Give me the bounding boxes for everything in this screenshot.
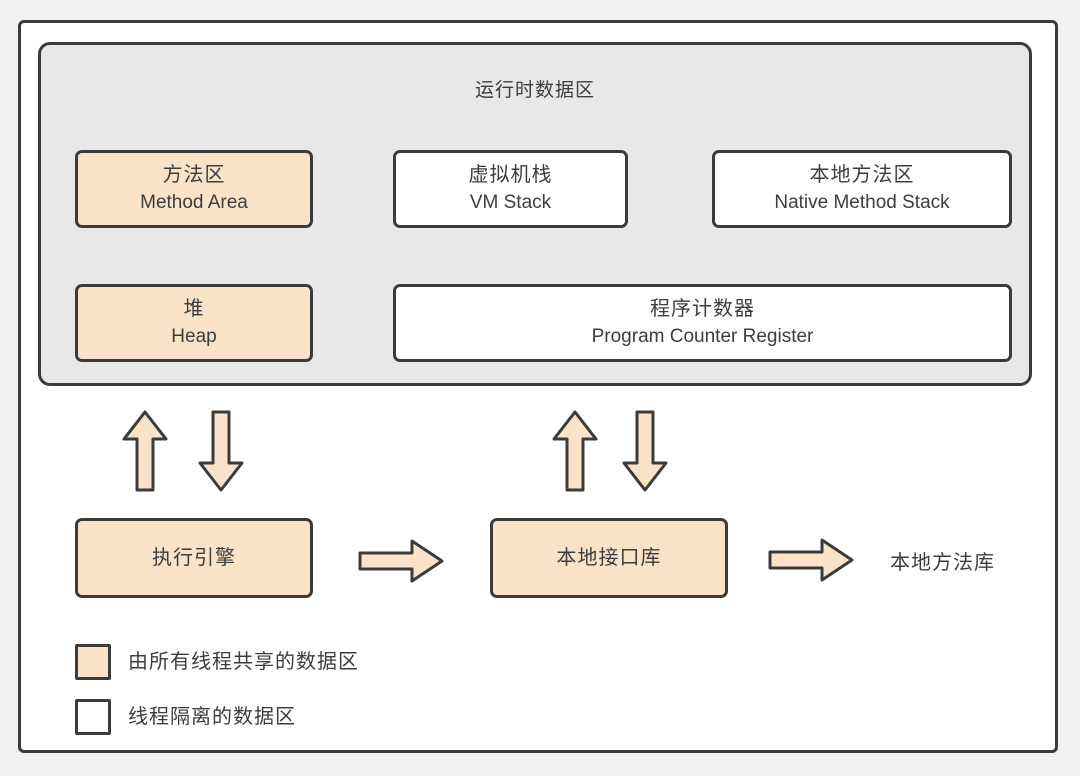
method-area-label-zh: 方法区 <box>162 164 226 186</box>
legend-label-isolated: 线程隔离的数据区 <box>128 706 296 728</box>
method-area-label-en: Method Area <box>140 192 248 213</box>
right-arrow-icon <box>768 538 854 582</box>
method-area-box: 方法区 Method Area <box>75 150 313 228</box>
heap-box: 堆 Heap <box>75 284 313 362</box>
legend-label-shared: 由所有线程共享的数据区 <box>128 651 359 673</box>
native-library-label: 本地方法库 <box>890 552 995 574</box>
pc-register-label-en: Program Counter Register <box>591 326 814 347</box>
pc-register-box: 程序计数器 Program Counter Register <box>393 284 1012 362</box>
native-interface-box: 本地接口库 <box>490 518 728 598</box>
pc-register-label-zh: 程序计数器 <box>650 298 755 320</box>
native-interface-label: 本地接口库 <box>556 546 662 569</box>
legend-swatch-isolated <box>75 699 111 735</box>
up-arrow-icon <box>122 410 168 492</box>
vm-stack-label-zh: 虚拟机栈 <box>468 164 553 186</box>
heap-label-en: Heap <box>171 326 217 347</box>
vm-stack-label-en: VM Stack <box>469 192 552 213</box>
up-arrow-icon <box>552 410 598 492</box>
down-arrow-icon <box>622 410 668 492</box>
execution-engine-label: 执行引擎 <box>152 546 236 569</box>
execution-engine-box: 执行引擎 <box>75 518 313 598</box>
right-arrow-icon <box>358 539 444 583</box>
diagram-frame: 运行时数据区 方法区 Method Area 虚拟机栈 VM Stack 本地方… <box>18 20 1058 753</box>
runtime-data-area-title: 运行时数据区 <box>474 80 595 101</box>
down-arrow-icon <box>198 410 244 492</box>
legend-swatch-shared <box>75 644 111 680</box>
native-method-stack-label-zh: 本地方法区 <box>809 164 915 186</box>
native-method-stack-label-en: Native Method Stack <box>774 192 950 213</box>
vm-stack-box: 虚拟机栈 VM Stack <box>393 150 628 228</box>
heap-label-zh: 堆 <box>183 298 205 320</box>
runtime-data-area-container: 运行时数据区 方法区 Method Area 虚拟机栈 VM Stack 本地方… <box>38 42 1032 386</box>
native-method-stack-box: 本地方法区 Native Method Stack <box>712 150 1012 228</box>
